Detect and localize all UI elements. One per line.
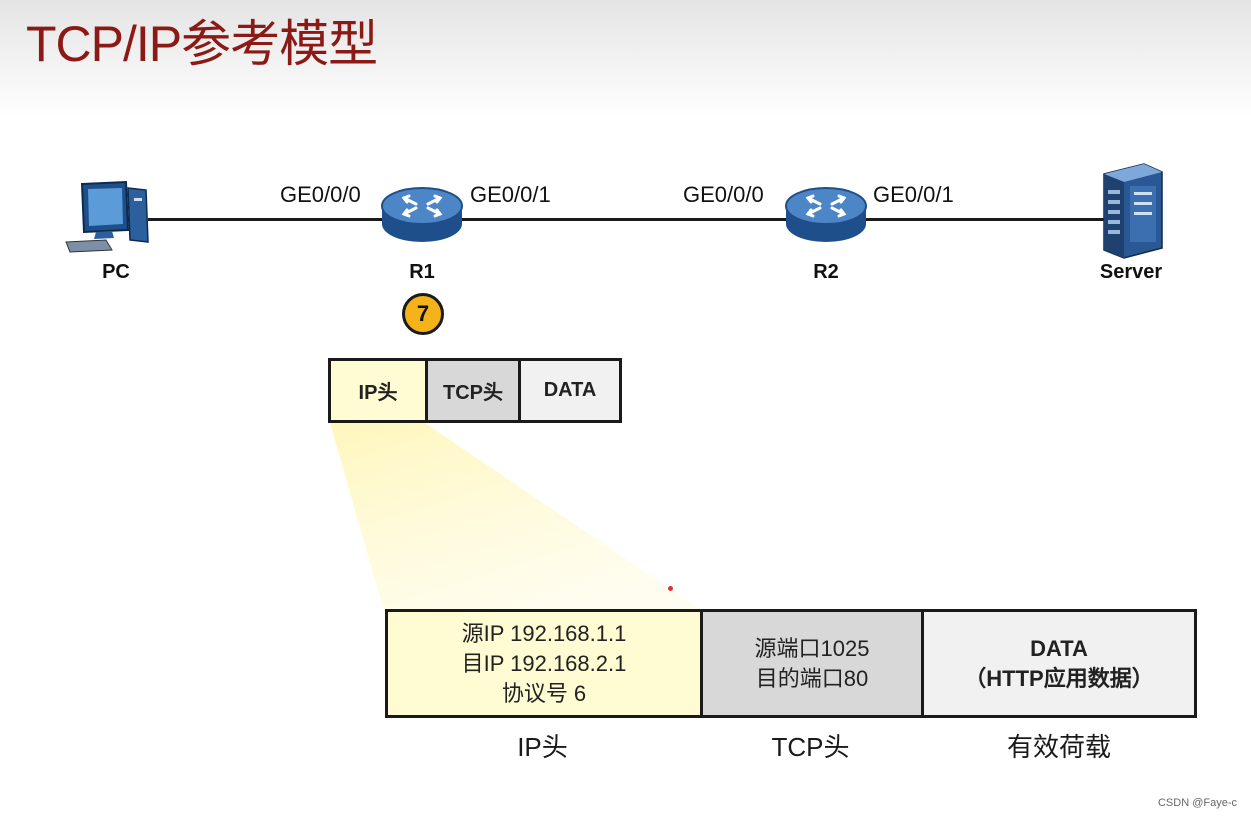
caption-payload: 有效荷载 <box>1006 732 1111 762</box>
watermark: CSDN @Faye-c <box>1157 797 1237 809</box>
router-r1-label: R1 <box>409 261 435 283</box>
detail-ip-header: 源IP 192.168.1.1 目IP 192.168.2.1 协议号 6 <box>388 612 703 715</box>
link-pc-r1 <box>148 218 388 221</box>
data-label: DATA <box>1030 635 1088 661</box>
dst-ip: 目IP 192.168.2.1 <box>461 650 627 676</box>
packet-tcp-header: TCP头 <box>428 361 521 420</box>
port-r2-ge000: GE0/0/0 <box>683 182 764 207</box>
server-icon <box>1100 160 1166 260</box>
caption-ip-header: IP头 <box>517 732 568 762</box>
src-port: 源端口1025 <box>754 635 870 661</box>
packet-data: DATA <box>521 361 619 420</box>
link-r1-r2 <box>458 218 794 221</box>
caption-tcp-header: TCP头 <box>771 732 850 762</box>
src-ip: 源IP 192.168.1.1 <box>461 620 627 646</box>
router-r2-icon <box>784 184 868 248</box>
router-r2-label: R2 <box>813 261 839 283</box>
data-description: （HTTP应用数据） <box>964 665 1154 691</box>
detail-data: DATA （HTTP应用数据） <box>924 612 1194 715</box>
link-r2-server <box>862 218 1110 221</box>
step-badge: 7 <box>402 293 444 335</box>
port-r1-ge000: GE0/0/0 <box>280 182 361 207</box>
port-r2-ge001: GE0/0/1 <box>873 182 954 207</box>
router-r1-icon <box>380 184 464 248</box>
packet-summary: IP头 TCP头 DATA <box>328 358 622 423</box>
slide-title: TCP/IP参考模型 <box>26 16 378 72</box>
pointer-dot <box>668 586 673 591</box>
server-label: Server <box>1099 261 1163 283</box>
packet-ip-header: IP头 <box>331 361 428 420</box>
pc-icon <box>62 180 158 256</box>
title-band <box>0 0 1251 118</box>
packet-detail: 源IP 192.168.1.1 目IP 192.168.2.1 协议号 6 源端… <box>385 609 1197 718</box>
port-r1-ge001: GE0/0/1 <box>470 182 551 207</box>
zoom-beam <box>330 423 700 615</box>
detail-tcp-header: 源端口1025 目的端口80 <box>703 612 924 715</box>
dst-port: 目的端口80 <box>755 665 869 691</box>
pc-label: PC <box>102 261 130 283</box>
protocol-number: 协议号 6 <box>501 680 587 706</box>
